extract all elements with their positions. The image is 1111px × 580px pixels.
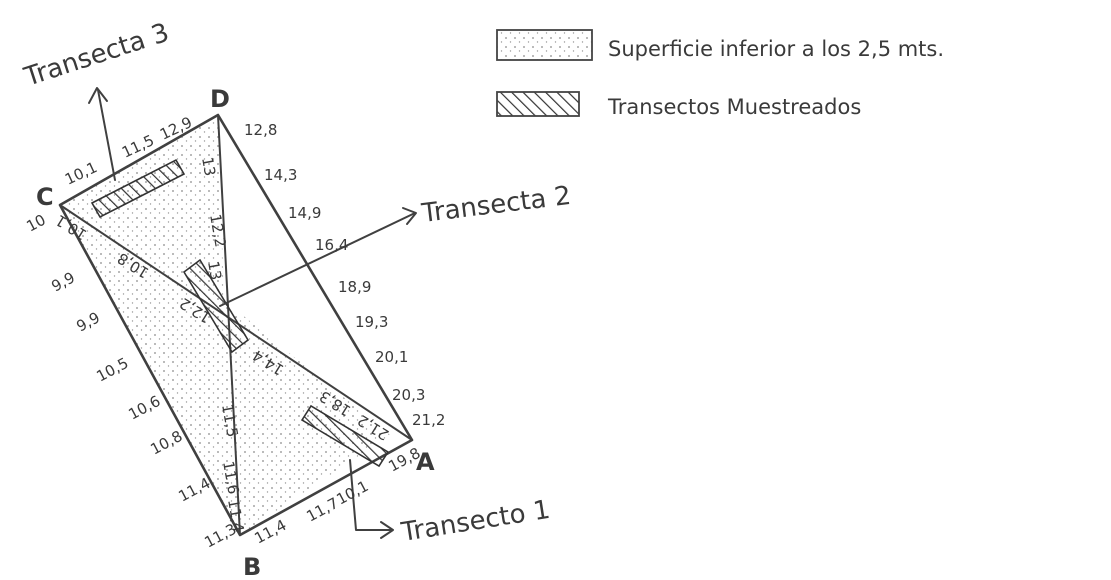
legend-swatch-shallow xyxy=(496,29,593,61)
depth-label: 20,3 xyxy=(392,386,425,404)
depth-label: 21,2 xyxy=(412,411,445,429)
depth-label: 16,4 xyxy=(315,236,348,254)
depth-label: 14,3 xyxy=(264,166,297,184)
transect-3-arrow-head xyxy=(88,87,108,104)
transect-1-label: Transecto 1 xyxy=(398,495,552,548)
transect-3-label: Transecta 3 xyxy=(20,18,173,93)
depth-label: 10,6 xyxy=(125,392,163,424)
vertex-b-label: B xyxy=(243,553,261,580)
depth-label: 13 xyxy=(198,156,219,178)
depth-label: 11,6 xyxy=(219,460,243,496)
depth-label: 11,4 xyxy=(175,474,213,506)
transect-2-line xyxy=(219,212,416,307)
vertex-d-label: D xyxy=(210,85,230,113)
vertex-a-label: A xyxy=(416,448,435,476)
transect-2-arrow-head xyxy=(402,207,417,225)
transect-2-marker xyxy=(182,258,250,354)
legend: Superficie inferior a los 2,5 mts. Trans… xyxy=(496,29,944,119)
depth-label: 14,9 xyxy=(288,204,321,222)
transect-1-marker xyxy=(300,404,390,468)
depth-label: 10 xyxy=(23,211,48,236)
depth-label: 12,8 xyxy=(244,121,277,139)
legend-label-transects: Transectos Muestreados xyxy=(607,95,861,119)
depth-label: 9,9 xyxy=(48,268,78,295)
depth-label: 11,4 xyxy=(224,498,248,534)
legend-swatch-transects xyxy=(496,91,580,117)
transect-2-label: Transecta 2 xyxy=(419,181,572,229)
transect-3-line xyxy=(97,89,116,181)
transect-1-arrow-head xyxy=(380,521,394,539)
transect-1-arrow xyxy=(349,459,393,531)
depth-label: 9,9 xyxy=(73,308,103,335)
transect-3-marker xyxy=(90,158,186,219)
depth-label: 20,1 xyxy=(375,348,408,366)
depths-edge-d-a: 12,8 14,3 14,9 16,4 18,9 19,3 20,1 20,3 … xyxy=(244,121,445,429)
depth-label: 10,8 xyxy=(147,427,185,459)
depth-label: 18,9 xyxy=(338,278,371,296)
depths-diagonal-d-b: 13 12,2 13 11,5 11,6 11,4 xyxy=(198,156,248,534)
depth-label: 12,2 xyxy=(206,213,230,249)
depth-label: 11,5 xyxy=(218,403,242,439)
depth-label: 13 xyxy=(204,260,225,282)
depth-label: 19,3 xyxy=(355,313,388,331)
depth-label: 10,5 xyxy=(93,354,131,386)
vertex-c-label: C xyxy=(36,183,54,211)
legend-label-shallow: Superficie inferior a los 2,5 mts. xyxy=(608,37,944,61)
